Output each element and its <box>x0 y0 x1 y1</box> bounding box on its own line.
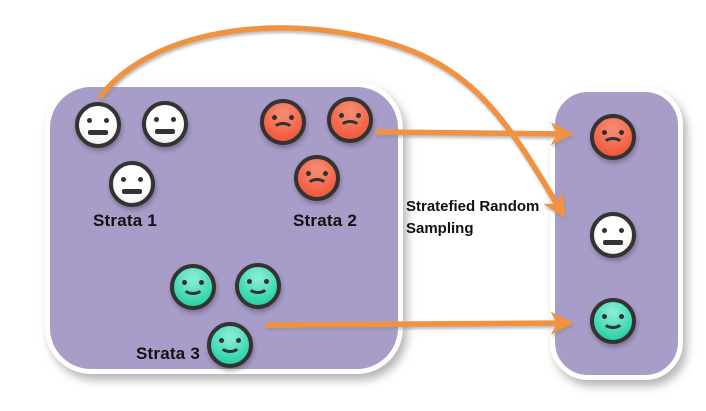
face-eye <box>356 113 361 118</box>
face-eye <box>602 228 607 233</box>
happy-face-icon <box>235 263 281 309</box>
face-eye <box>619 130 624 135</box>
face-mouth <box>339 120 361 136</box>
face-eye <box>323 171 328 176</box>
face-eye <box>272 115 277 120</box>
face-mouth <box>602 137 624 153</box>
sad-face-icon <box>327 97 373 143</box>
face-eye <box>306 171 311 176</box>
strata3-label: Strata 3 <box>136 344 200 363</box>
face-eye <box>138 177 143 182</box>
sad-face-icon <box>590 114 636 160</box>
face-mouth <box>602 313 624 329</box>
face-mouth <box>247 278 269 294</box>
happy-face-icon <box>207 322 253 368</box>
caption-label: Stratefied Random Sampling <box>406 198 540 237</box>
happy-face-icon <box>590 298 636 344</box>
face-eye <box>87 118 92 123</box>
face-eye <box>154 117 159 122</box>
face-eye <box>104 118 109 123</box>
face-mouth <box>306 178 328 194</box>
sad-face-icon <box>260 99 306 145</box>
face-mouth <box>155 129 175 134</box>
neutral-face-icon <box>590 212 636 258</box>
face-eye <box>339 113 344 118</box>
face-eye <box>121 177 126 182</box>
face-eye <box>171 117 176 122</box>
sad-face-icon <box>294 155 340 201</box>
face-mouth <box>219 337 241 353</box>
neutral-face-icon <box>109 161 155 207</box>
face-mouth <box>122 189 142 194</box>
happy-face-icon <box>170 264 216 310</box>
neutral-face-icon <box>75 102 121 148</box>
face-eye <box>602 130 607 135</box>
strata1-label: Strata 1 <box>93 211 157 230</box>
face-mouth <box>182 279 204 295</box>
face-mouth <box>272 122 294 138</box>
face-eye <box>289 115 294 120</box>
face-eye <box>619 228 624 233</box>
face-mouth <box>603 240 623 245</box>
neutral-face-icon <box>142 101 188 147</box>
face-mouth <box>88 130 108 135</box>
arrow-strata2-to-sample <box>375 122 574 146</box>
strata2-label: Strata 2 <box>293 211 357 230</box>
